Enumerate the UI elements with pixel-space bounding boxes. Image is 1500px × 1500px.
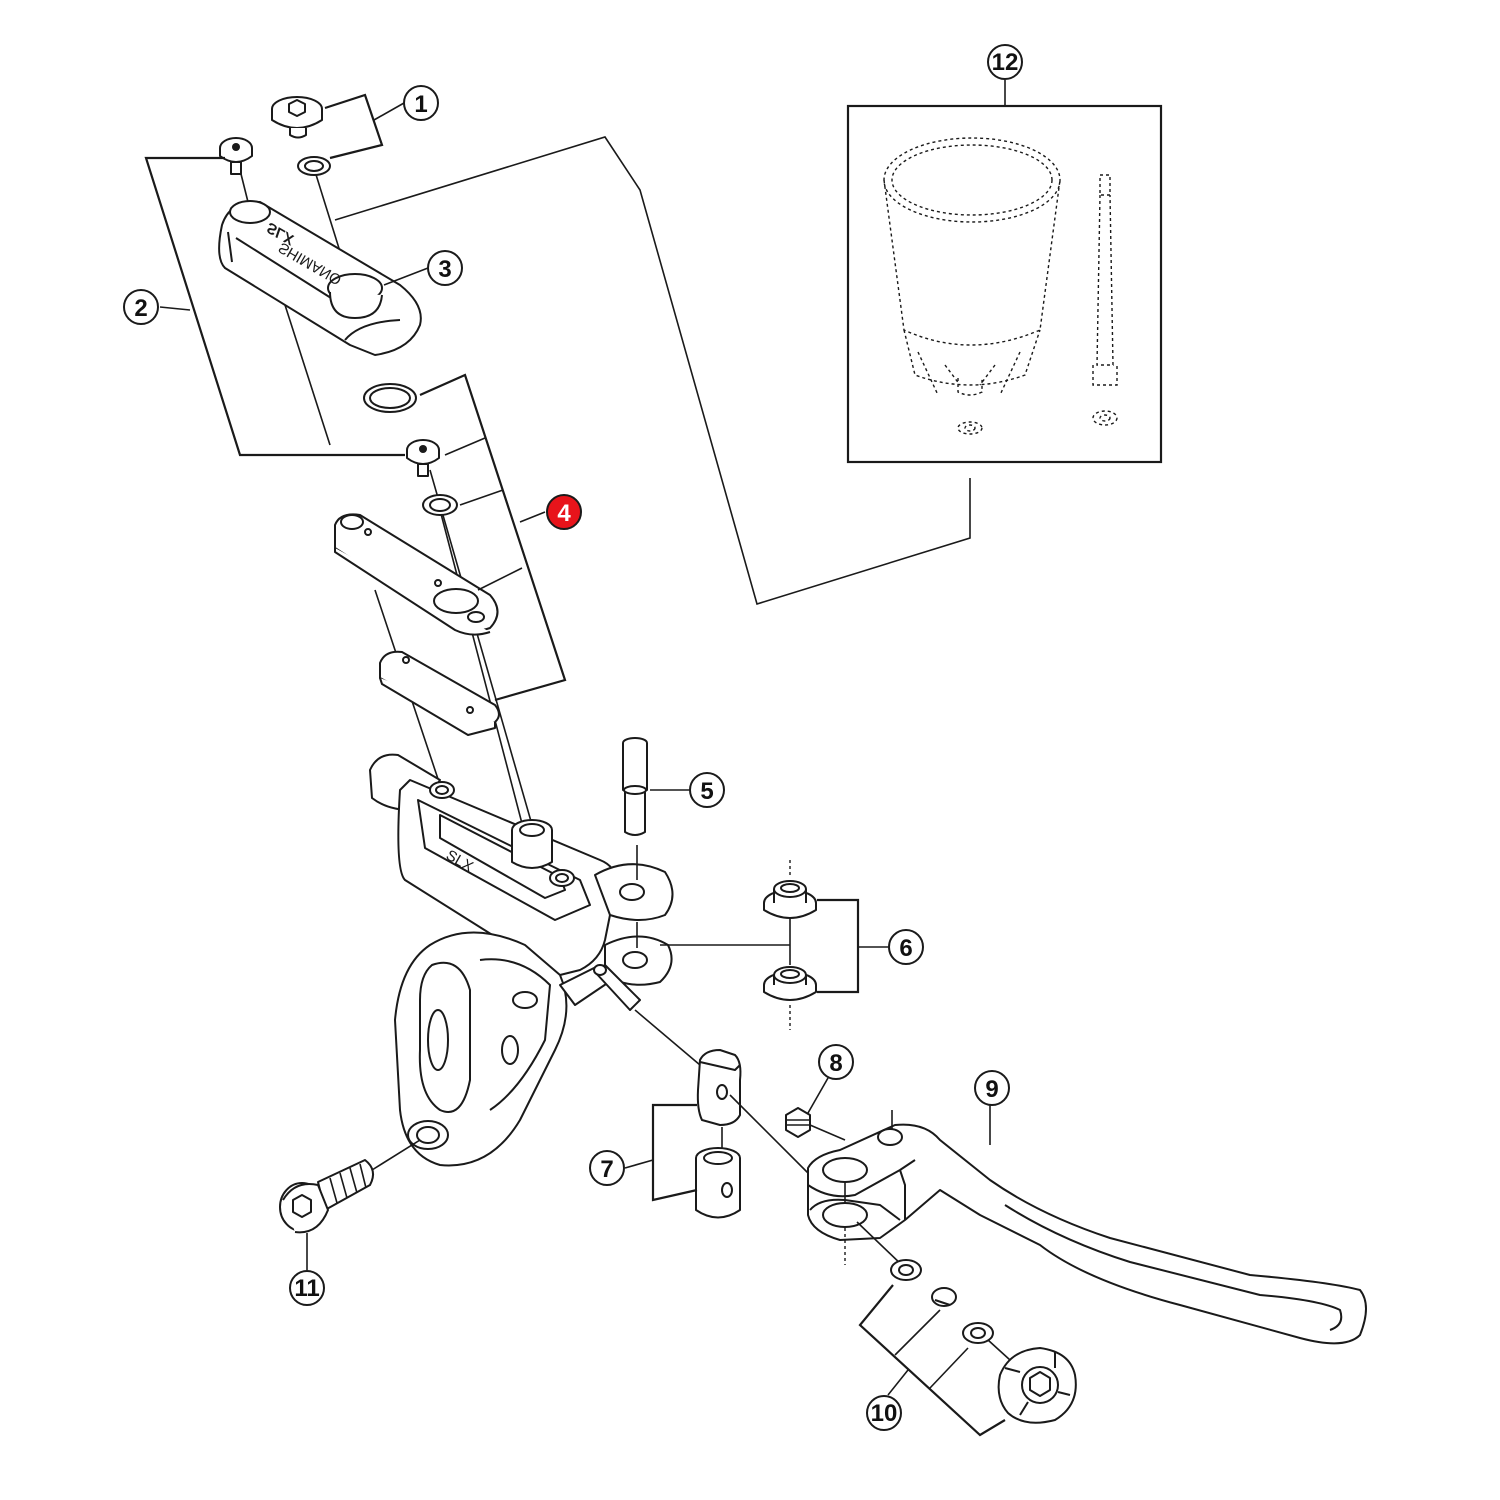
bushing-top: [763, 880, 817, 919]
rod-link-block: [696, 1049, 742, 1126]
svg-text:9: 9: [985, 1076, 998, 1103]
svg-text:6: 6: [899, 935, 912, 962]
svg-text:7: 7: [600, 1156, 613, 1183]
bleed-funnel: [883, 137, 1061, 435]
pivot-pin: [622, 737, 648, 836]
callout-2: 2: [123, 289, 159, 325]
clamp-bolt: [279, 1159, 375, 1234]
svg-text:4: 4: [557, 500, 571, 527]
svg-text:10: 10: [871, 1400, 898, 1427]
svg-text:1: 1: [414, 91, 427, 118]
callout-11: 11: [289, 1270, 325, 1306]
reservoir-diaphragm: [379, 650, 500, 736]
rod-link-barrel: [695, 1147, 741, 1219]
callout-8: 8: [818, 1044, 854, 1080]
callout-5: 5: [689, 772, 725, 808]
svg-text:2: 2: [134, 295, 147, 322]
bushing-bottom: [763, 966, 817, 1001]
assembly-leader-left: [284, 304, 331, 446]
svg-text:12: 12: [992, 49, 1019, 76]
reach-adjust-knob: [997, 1347, 1077, 1424]
assembly-leader-cover: [334, 136, 971, 606]
callout-3: 3: [427, 250, 463, 286]
reach-washer-1: [890, 1259, 922, 1281]
assembly-leader-oring-2: [439, 509, 526, 836]
callout-9: 9: [974, 1070, 1010, 1106]
svg-text:11: 11: [294, 1275, 319, 1302]
callout-6: 6: [888, 929, 924, 965]
reach-washer-2: [962, 1322, 994, 1344]
svg-text:5: 5: [700, 778, 713, 805]
reservoir-plate: [334, 513, 499, 636]
cover-screw-mid: [406, 439, 440, 477]
callout-1: 1: [403, 85, 439, 121]
callout-10: 10: [866, 1395, 902, 1431]
reach-clip: [931, 1287, 957, 1307]
lever-body: [369, 753, 674, 1167]
callout-7: 7: [589, 1150, 625, 1186]
svg-text:8: 8: [829, 1050, 842, 1077]
bleed-screw: [271, 96, 323, 139]
callout-4: 4: [546, 494, 582, 530]
callout-12: 12: [987, 44, 1023, 80]
lever-blade: [807, 1123, 1367, 1345]
grub-screw: [785, 1107, 811, 1138]
assembly-leader-oring: [429, 469, 546, 871]
reservoir-cover: SHIMANO SLX: [218, 200, 422, 356]
svg-text:3: 3: [438, 256, 451, 283]
cover-screw-top: [219, 137, 253, 175]
bleed-funnel-plug: [1092, 174, 1118, 426]
